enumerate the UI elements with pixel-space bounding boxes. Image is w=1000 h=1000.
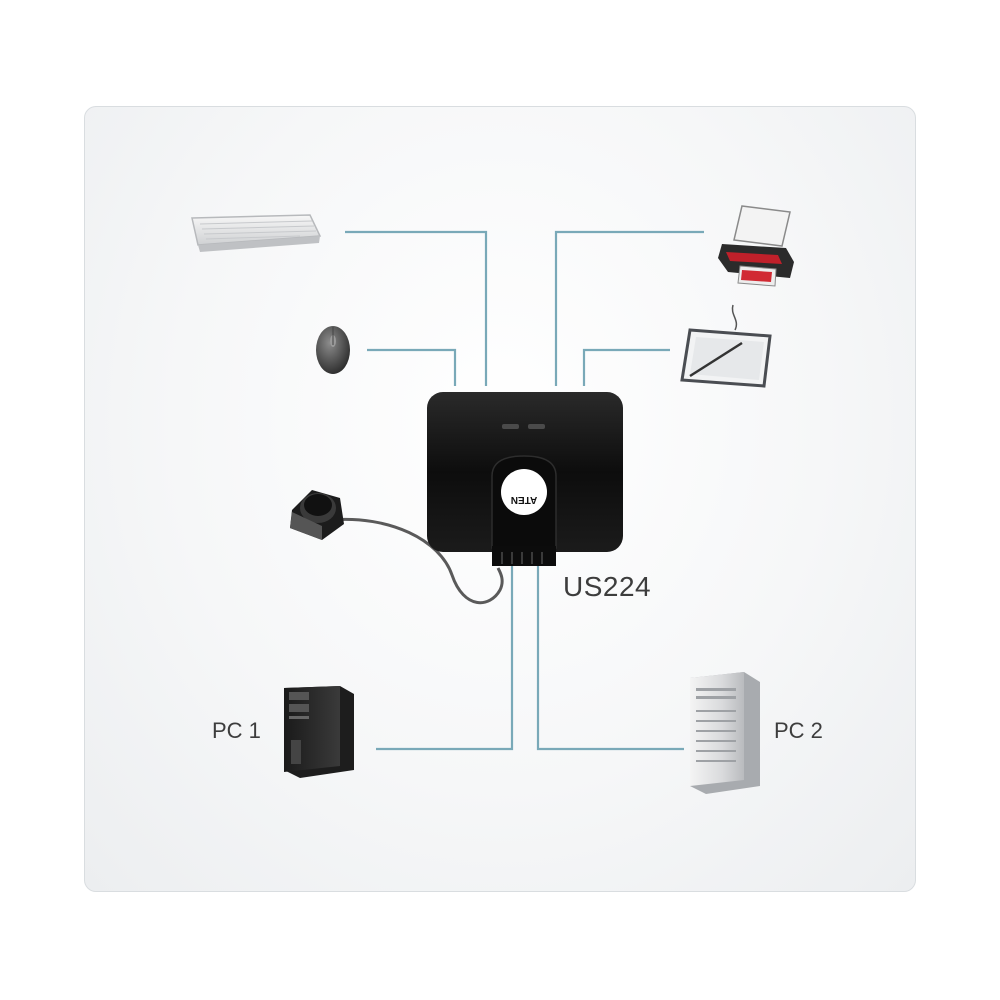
connection-wires: [329, 230, 704, 751]
wire-tablet: [582, 348, 670, 386]
drawing-tablet-icon: [680, 304, 772, 388]
remote-switch-icon: [290, 490, 344, 540]
wire-pc1: [376, 566, 514, 751]
keyboard-icon: [191, 214, 322, 252]
pc1-label: PC 1: [212, 718, 261, 743]
wire-printer: [554, 230, 704, 386]
printer-icon: [718, 205, 794, 287]
pc2-tower-icon: [690, 672, 760, 794]
mouse-icon: [316, 326, 350, 374]
pc2-label: PC 2: [774, 718, 823, 743]
pc1-tower-icon: [284, 686, 354, 778]
wire-remote: [329, 517, 504, 605]
wire-keyboard: [345, 230, 488, 386]
wire-pc2: [536, 566, 684, 751]
kvm-switch-device: ATEN: [427, 392, 623, 566]
wire-mouse: [367, 348, 457, 386]
aten-logo: ATEN: [511, 494, 537, 505]
model-label: US224: [563, 571, 652, 602]
